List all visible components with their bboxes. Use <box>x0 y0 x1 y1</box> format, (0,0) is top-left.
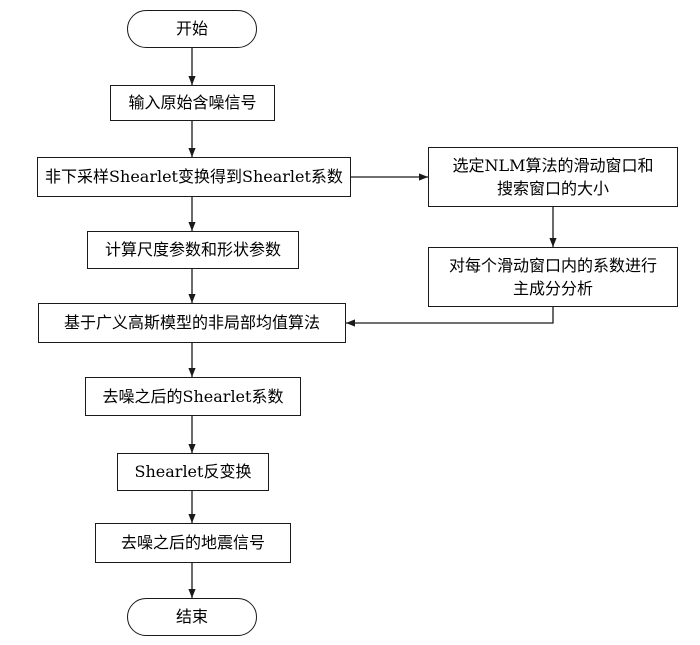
node-denoised-coeffs: 去噪之后的Shearlet系数 <box>85 377 301 416</box>
node-inverse: Shearlet反变换 <box>117 453 269 491</box>
node-params-label: 计算尺度参数和形状参数 <box>104 240 281 260</box>
node-start: 开始 <box>127 10 257 48</box>
node-select-window-label: 搜索窗口的大小 <box>496 179 609 198</box>
node-inverse-label: Shearlet反变换 <box>134 462 252 482</box>
node-output: 去噪之后的地震信号 <box>95 523 291 563</box>
node-nsst: 非下采样Shearlet变换得到Shearlet系数 <box>37 157 351 197</box>
node-pca-label: 主成分分析 <box>512 279 593 298</box>
node-output-label: 去噪之后的地震信号 <box>120 533 265 553</box>
node-pca-label: 对每个滑动窗口内的系数进行 <box>448 255 657 275</box>
node-select-window-label: 选定NLM算法的滑动窗口和 <box>452 155 654 175</box>
node-start-label: 开始 <box>175 19 208 39</box>
node-input-label: 输入原始含噪信号 <box>128 93 257 113</box>
node-end-label: 结束 <box>175 607 208 627</box>
node-end: 结束 <box>127 598 257 636</box>
node-denoised-coeffs-label: 去噪之后的Shearlet系数 <box>102 386 284 406</box>
node-nlm: 基于广义高斯模型的非局部均值算法 <box>38 303 346 343</box>
node-select-window: 选定NLM算法的滑动窗口和搜索窗口的大小 <box>428 147 678 207</box>
node-pca: 对每个滑动窗口内的系数进行主成分分析 <box>428 247 678 307</box>
node-nlm-label: 基于广义高斯模型的非局部均值算法 <box>63 313 320 333</box>
node-nsst-label: 非下采样Shearlet变换得到Shearlet系数 <box>45 167 343 187</box>
node-params: 计算尺度参数和形状参数 <box>87 231 299 269</box>
arrow-pca-to-nlm <box>346 307 554 327</box>
node-input: 输入原始含噪信号 <box>110 85 275 121</box>
